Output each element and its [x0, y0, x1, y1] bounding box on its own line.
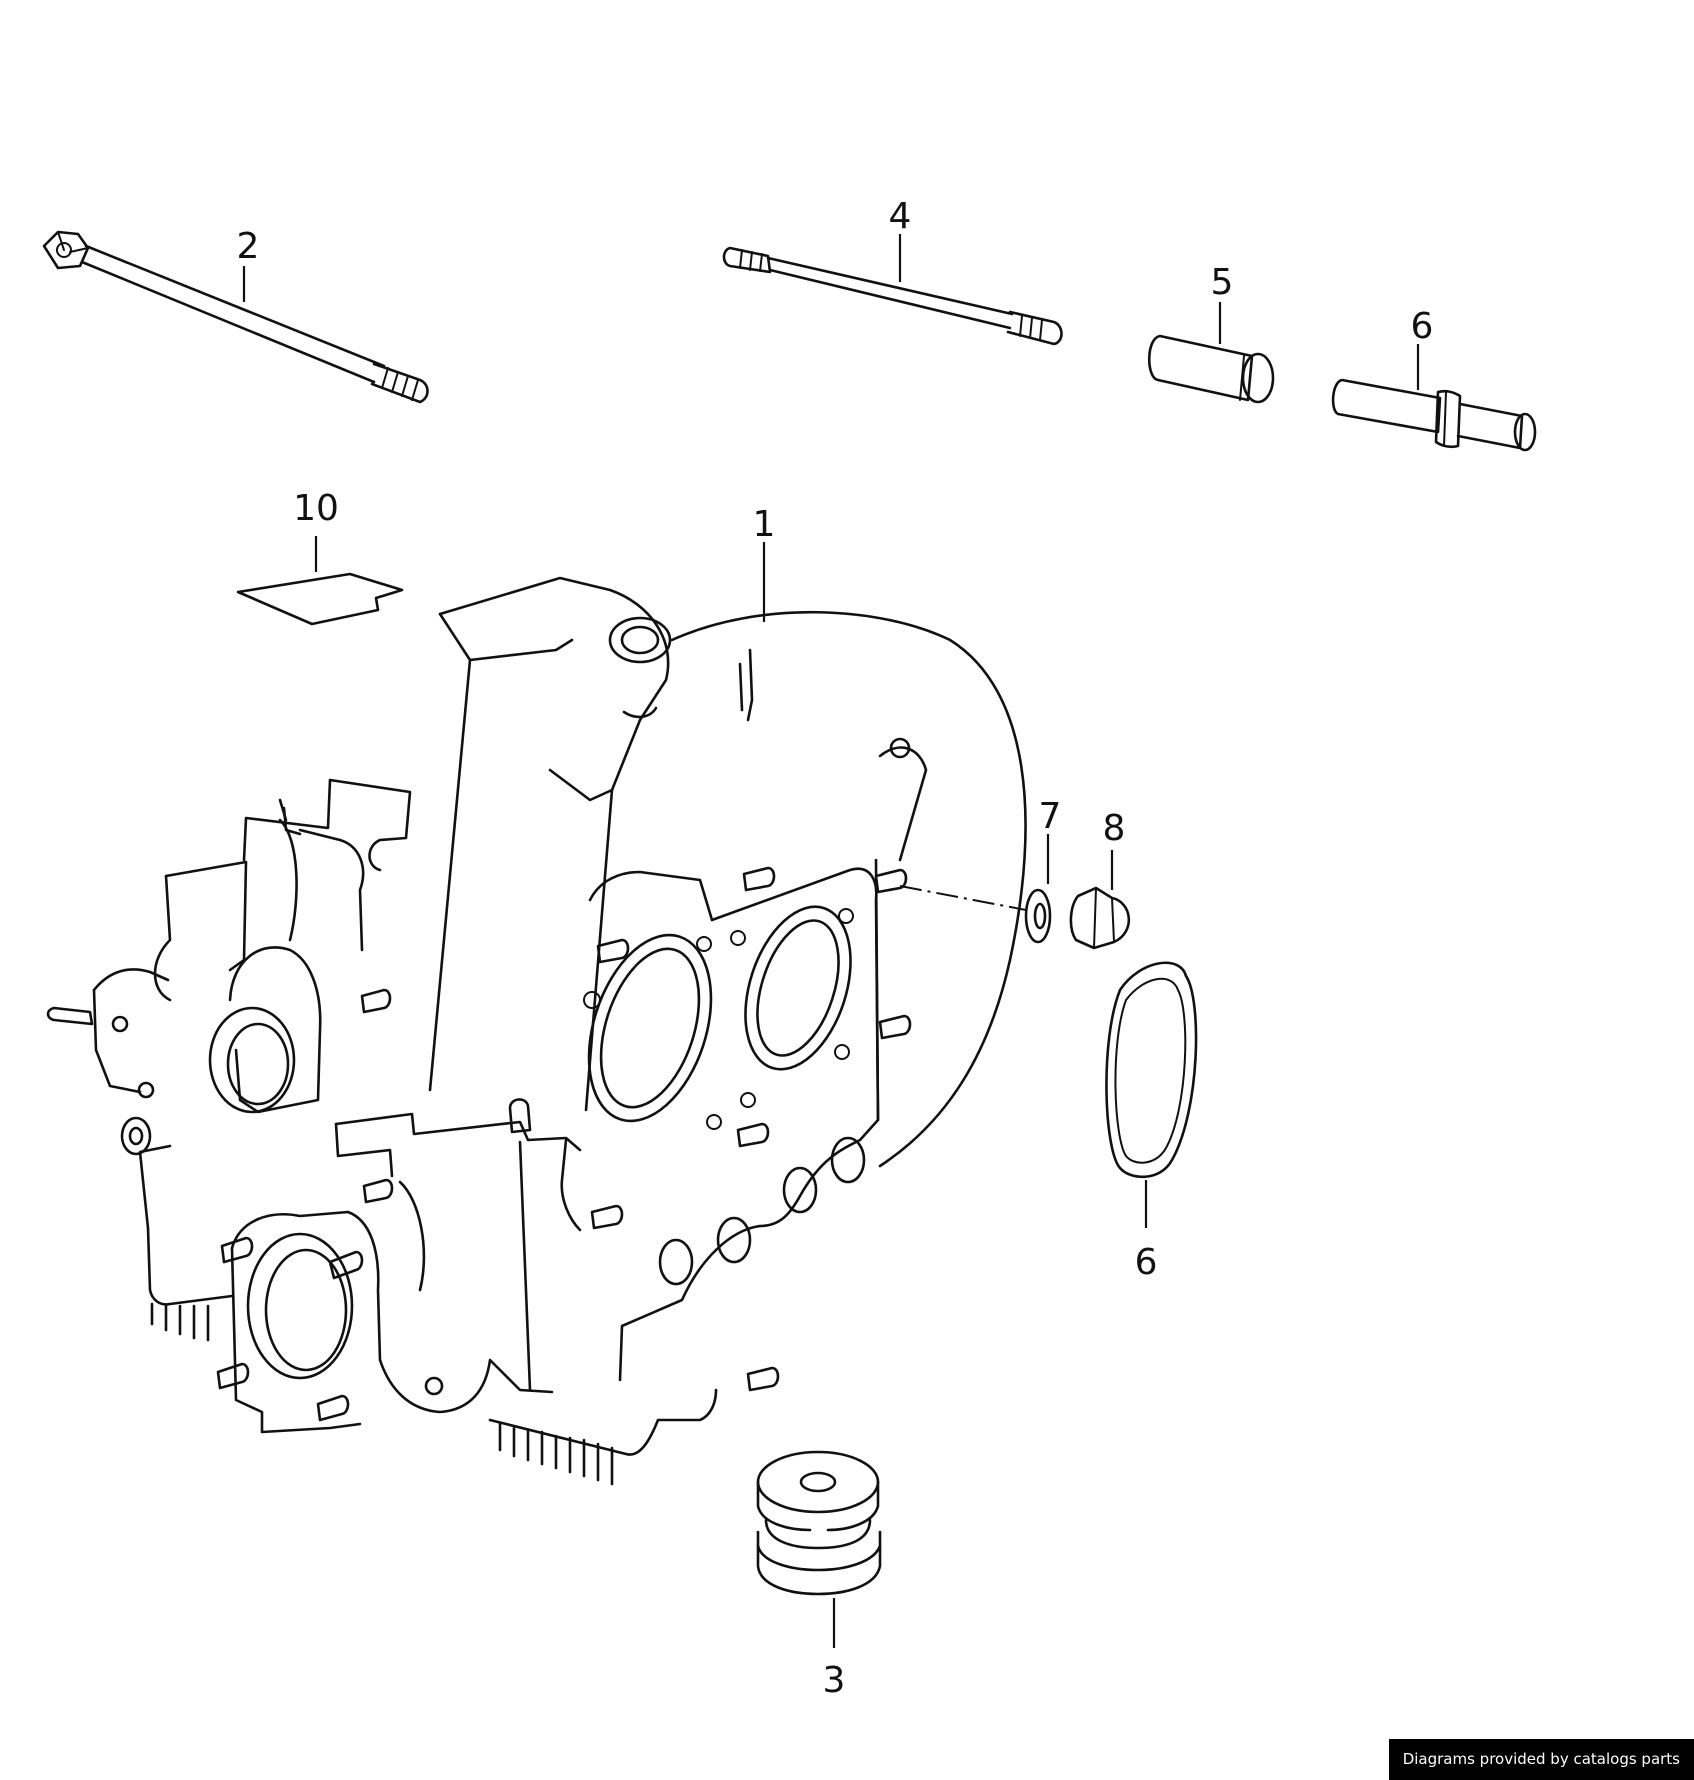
callout-8: 8	[1103, 808, 1126, 849]
part-7-washer	[1024, 888, 1052, 944]
part-6-stepped-pin	[1331, 378, 1537, 452]
case-studs	[46, 798, 912, 1422]
part-2-long-bolt	[42, 230, 429, 404]
part-9-gasket-ring	[1105, 961, 1198, 1179]
part-3-rubber-mount	[756, 1450, 882, 1596]
assembly-centerline	[899, 885, 1027, 911]
diagram-credit: Diagrams provided by catalogs parts	[1388, 1739, 1694, 1780]
part-10-gasket-sheet	[236, 572, 404, 626]
callout-5: 5	[1211, 262, 1234, 303]
callout-9: 9	[1135, 1239, 1158, 1280]
leader-lines	[242, 234, 1420, 1648]
callout-10: 10	[293, 488, 339, 529]
part-5-sleeve	[1147, 334, 1275, 404]
callout-7: 7	[1039, 796, 1062, 837]
callout-4: 4	[889, 196, 912, 237]
callout-2: 2	[237, 226, 260, 267]
callout-3: 3	[823, 1660, 846, 1701]
callout-6: 6	[1411, 306, 1434, 347]
part-8-cap-nut	[1069, 886, 1131, 950]
part-4-stud	[722, 246, 1063, 346]
part-1-crankcase	[46, 576, 1027, 1486]
callout-labels: 1 2 3 4 5 6 7 8 9 10	[237, 196, 1434, 1701]
callout-1: 1	[753, 504, 776, 545]
